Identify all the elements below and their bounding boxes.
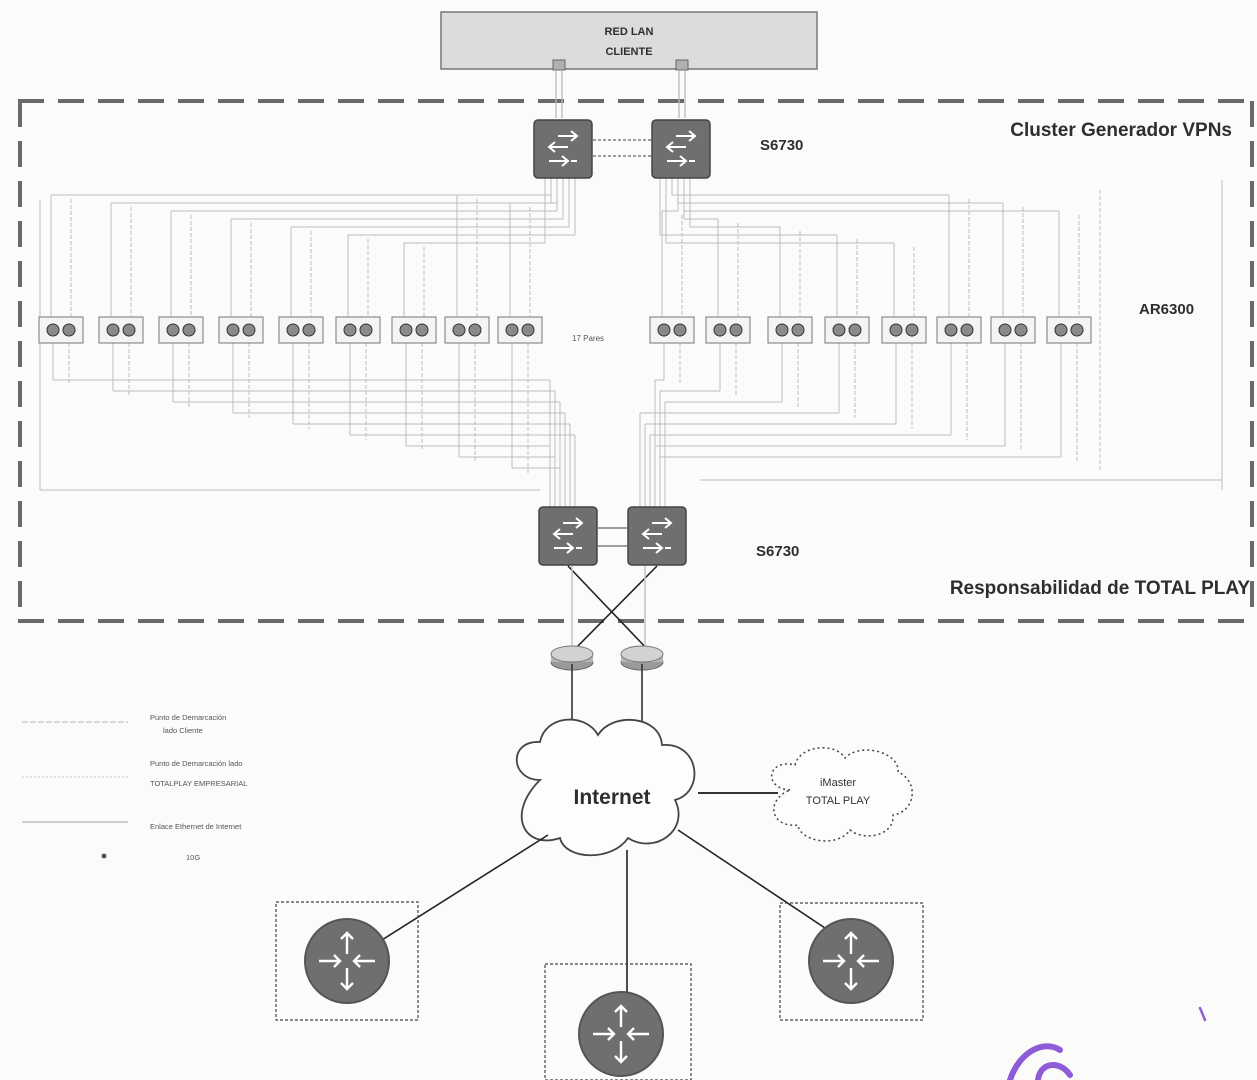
legend-item-4-line1: 10G <box>186 853 200 862</box>
router-icon <box>303 917 391 1005</box>
demarcation-links <box>567 565 658 653</box>
cloud-icon <box>515 718 696 857</box>
remote-site-left <box>275 901 419 1021</box>
cluster-footer: Responsabilidad de TOTAL PLAY <box>950 578 1251 599</box>
signature-fragment <box>1007 1006 1207 1080</box>
router-pair-8 <box>444 316 490 344</box>
client-port-right <box>675 59 689 71</box>
top-switch-left <box>533 119 593 179</box>
legend-item-1-line2: lado Cliente <box>163 726 203 735</box>
cloud-icon <box>771 747 913 842</box>
bottom-switch-left <box>538 506 598 566</box>
remote-site-right <box>779 902 924 1021</box>
legend-dot-10g <box>101 853 107 859</box>
legend: Punto de Demarcación lado Cliente Punto … <box>22 713 247 862</box>
remote-site-center <box>544 963 692 1080</box>
switch-icon <box>533 119 593 179</box>
internet-label: Internet <box>573 786 650 809</box>
router-row <box>38 316 1092 344</box>
legend-item-1-line1: Punto de Demarcación <box>150 713 226 722</box>
router-pair-3 <box>158 316 204 344</box>
site-links <box>365 829 847 1015</box>
client-lan-label-line1: RED LAN <box>605 26 654 38</box>
pairs-label: 17 Pares <box>572 334 604 343</box>
cable-mesh <box>39 178 1223 507</box>
legend-item-2-line2: TOTALPLAY EMPRESARIAL <box>150 779 247 788</box>
top-switch-stack-link <box>593 139 651 157</box>
top-switch-model-label: S6730 <box>760 137 803 154</box>
client-lan-label-line2: CLIENTE <box>605 46 652 58</box>
router-pair-12 <box>767 316 813 344</box>
router-pair-9 <box>497 316 543 344</box>
router-pair-4 <box>218 316 264 344</box>
imaster-cloud: iMaster TOTAL PLAY <box>771 747 913 842</box>
switch-icon <box>538 506 598 566</box>
router-pair-15 <box>936 316 982 344</box>
switch-icon <box>651 119 711 179</box>
switch-icon <box>627 506 687 566</box>
router-pair-6 <box>335 316 381 344</box>
top-switch-right <box>651 119 711 179</box>
cluster-boundary <box>18 99 1254 623</box>
router-icon <box>807 917 895 1005</box>
router-pair-1 <box>38 316 84 344</box>
router-pair-11 <box>705 316 751 344</box>
client-port-left <box>552 59 566 71</box>
legend-item-2-line1: Punto de Demarcación lado <box>150 759 243 768</box>
router-icon <box>577 990 665 1078</box>
router-pair-13 <box>824 316 870 344</box>
bottom-switch-model-label: S6730 <box>756 543 799 560</box>
router-pair-16 <box>990 316 1036 344</box>
internet-cloud: Internet <box>515 718 696 857</box>
bottom-switch-stack-link <box>598 527 628 547</box>
router-pair-5 <box>278 316 324 344</box>
router-pair-14 <box>881 316 927 344</box>
client-lan-box: RED LAN CLIENTE <box>440 11 818 71</box>
router-pair-10 <box>649 316 695 344</box>
router-pair-7 <box>391 316 437 344</box>
cluster-title: Cluster Generador VPNs <box>1010 120 1232 141</box>
imaster-label-line1: iMaster <box>820 777 856 789</box>
legend-item-3-line1: Enlace Ethernet de Internet <box>150 822 242 831</box>
imaster-label-line2: TOTAL PLAY <box>806 795 871 807</box>
router-row-model-label: AR6300 <box>1139 301 1194 318</box>
client-uplinks <box>555 70 686 118</box>
router-pair-2 <box>98 316 144 344</box>
bottom-switch-right <box>627 506 687 566</box>
router-pair-17 <box>1046 316 1092 344</box>
